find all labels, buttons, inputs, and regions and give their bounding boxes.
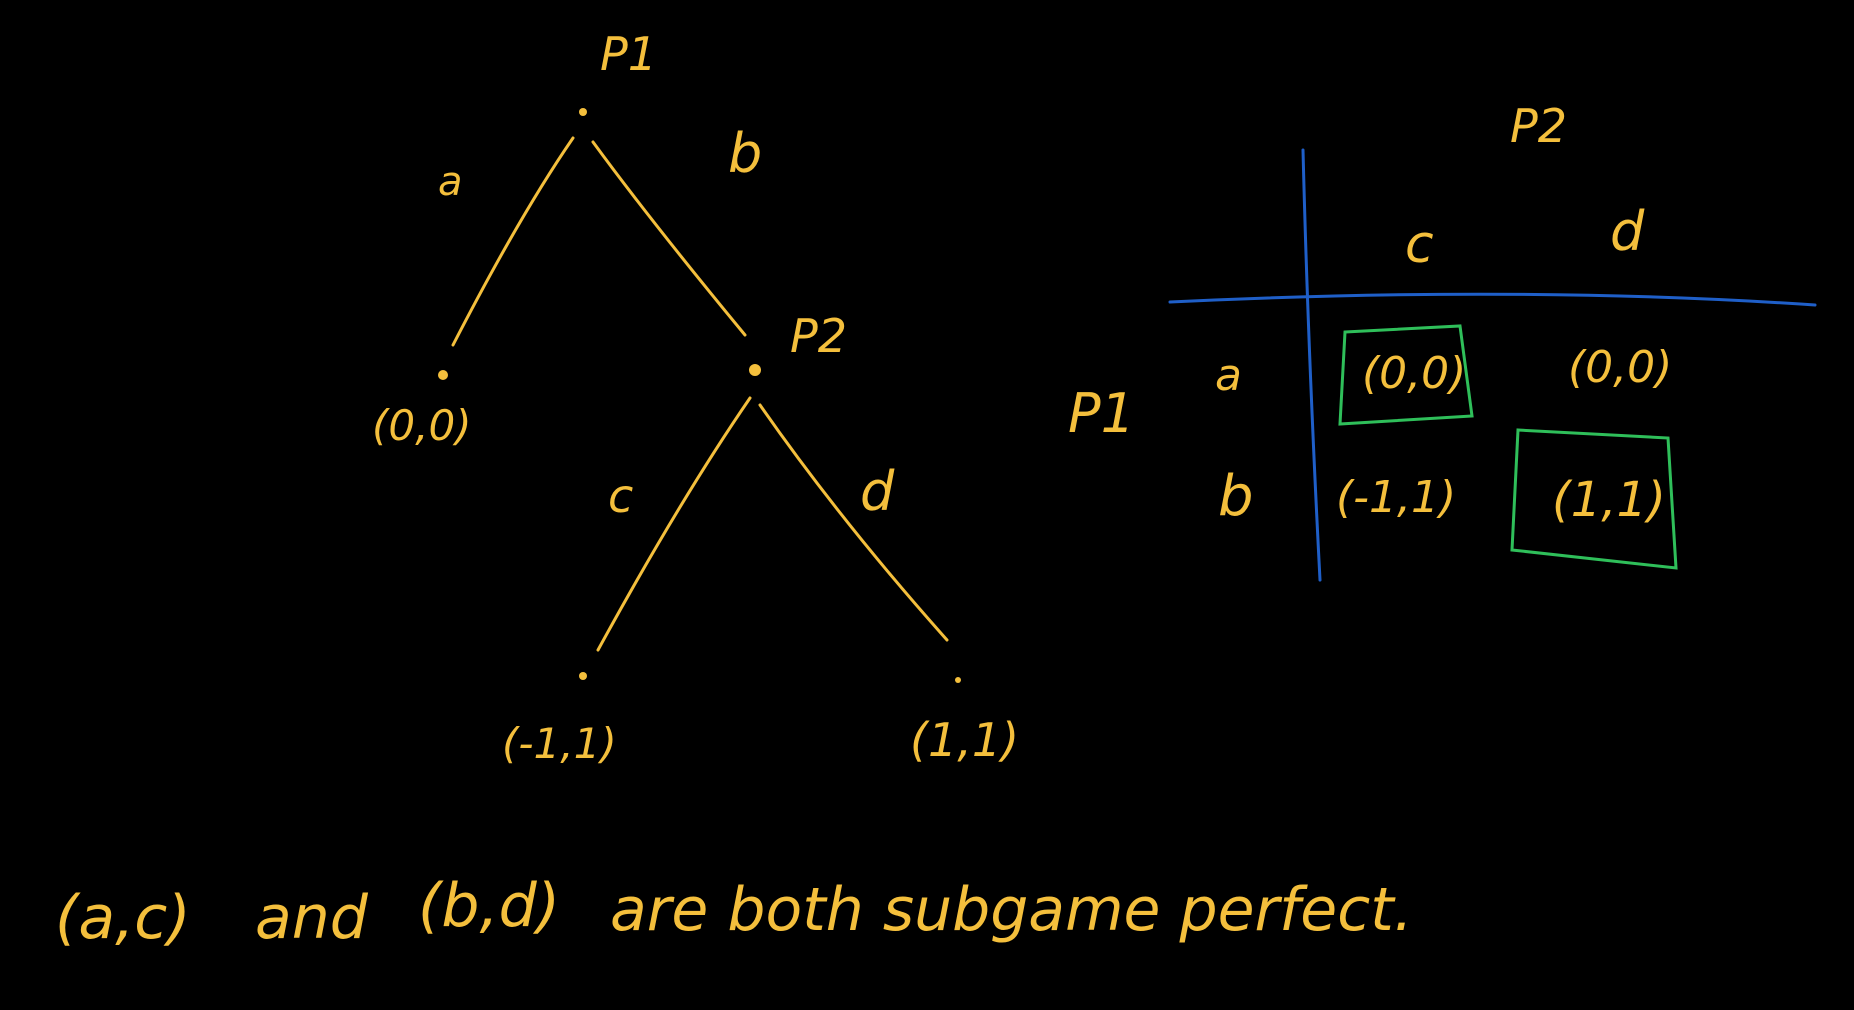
p2-decision-node — [749, 364, 761, 376]
root-action-right-label: b — [728, 122, 762, 185]
second-action-right-label: d — [860, 460, 895, 523]
root-action-left-label: a — [438, 159, 463, 205]
matrix-row-label-a: a — [1215, 350, 1242, 401]
edge-root-a — [451, 136, 575, 347]
game-tree: P1 a b P2 c d (0,0) (-1,1) (1,1) — [372, 27, 1019, 768]
highlight-box-a-c — [1338, 324, 1474, 426]
terminal-node-bc — [579, 672, 587, 680]
conclusion-rest: are both subgame perfect. — [610, 875, 1413, 945]
payoff-a-label: (0,0) — [372, 401, 472, 450]
matrix-row-player-label: P1 — [1068, 382, 1135, 445]
matrix-col-player-label: P2 — [1510, 99, 1567, 153]
conclusion-and: and — [255, 883, 369, 953]
edge-p2-d — [758, 403, 949, 642]
matrix-col-label-c: c — [1405, 215, 1434, 275]
conclusion-sentence: (a,c) and (b,d) are both subgame perfect… — [55, 871, 1413, 953]
second-action-left-label: c — [608, 469, 633, 523]
matrix-cell-b-c: (-1,1) — [1336, 472, 1456, 523]
matrix-vertical-line — [1301, 148, 1322, 582]
matrix-horizontal-line — [1168, 292, 1817, 307]
matrix-cell-a-d: (0,0) — [1568, 342, 1672, 393]
payoff-bc-label: (-1,1) — [502, 719, 617, 768]
payoff-matrix: P2 P1 c d a b (0,0) (0,0) (-1,1) (1,1) — [1068, 99, 1817, 582]
equilibrium-ac: (a,c) — [55, 883, 191, 953]
root-player-label: P1 — [600, 27, 657, 81]
edge-root-b — [591, 140, 747, 337]
highlight-box-b-d — [1510, 428, 1678, 570]
matrix-row-label-b: b — [1218, 464, 1254, 529]
root-node — [579, 108, 587, 116]
payoff-bd-label: (1,1) — [910, 713, 1019, 767]
matrix-cell-a-c: (0,0) — [1362, 348, 1466, 399]
matrix-col-label-d: d — [1610, 200, 1645, 263]
equilibrium-bd: (b,d) — [418, 871, 560, 941]
edge-p2-c — [596, 396, 752, 652]
terminal-node-a — [438, 370, 448, 380]
terminal-node-bd — [955, 677, 961, 683]
second-player-label: P2 — [790, 309, 847, 363]
matrix-cell-b-d: (1,1) — [1552, 472, 1666, 528]
